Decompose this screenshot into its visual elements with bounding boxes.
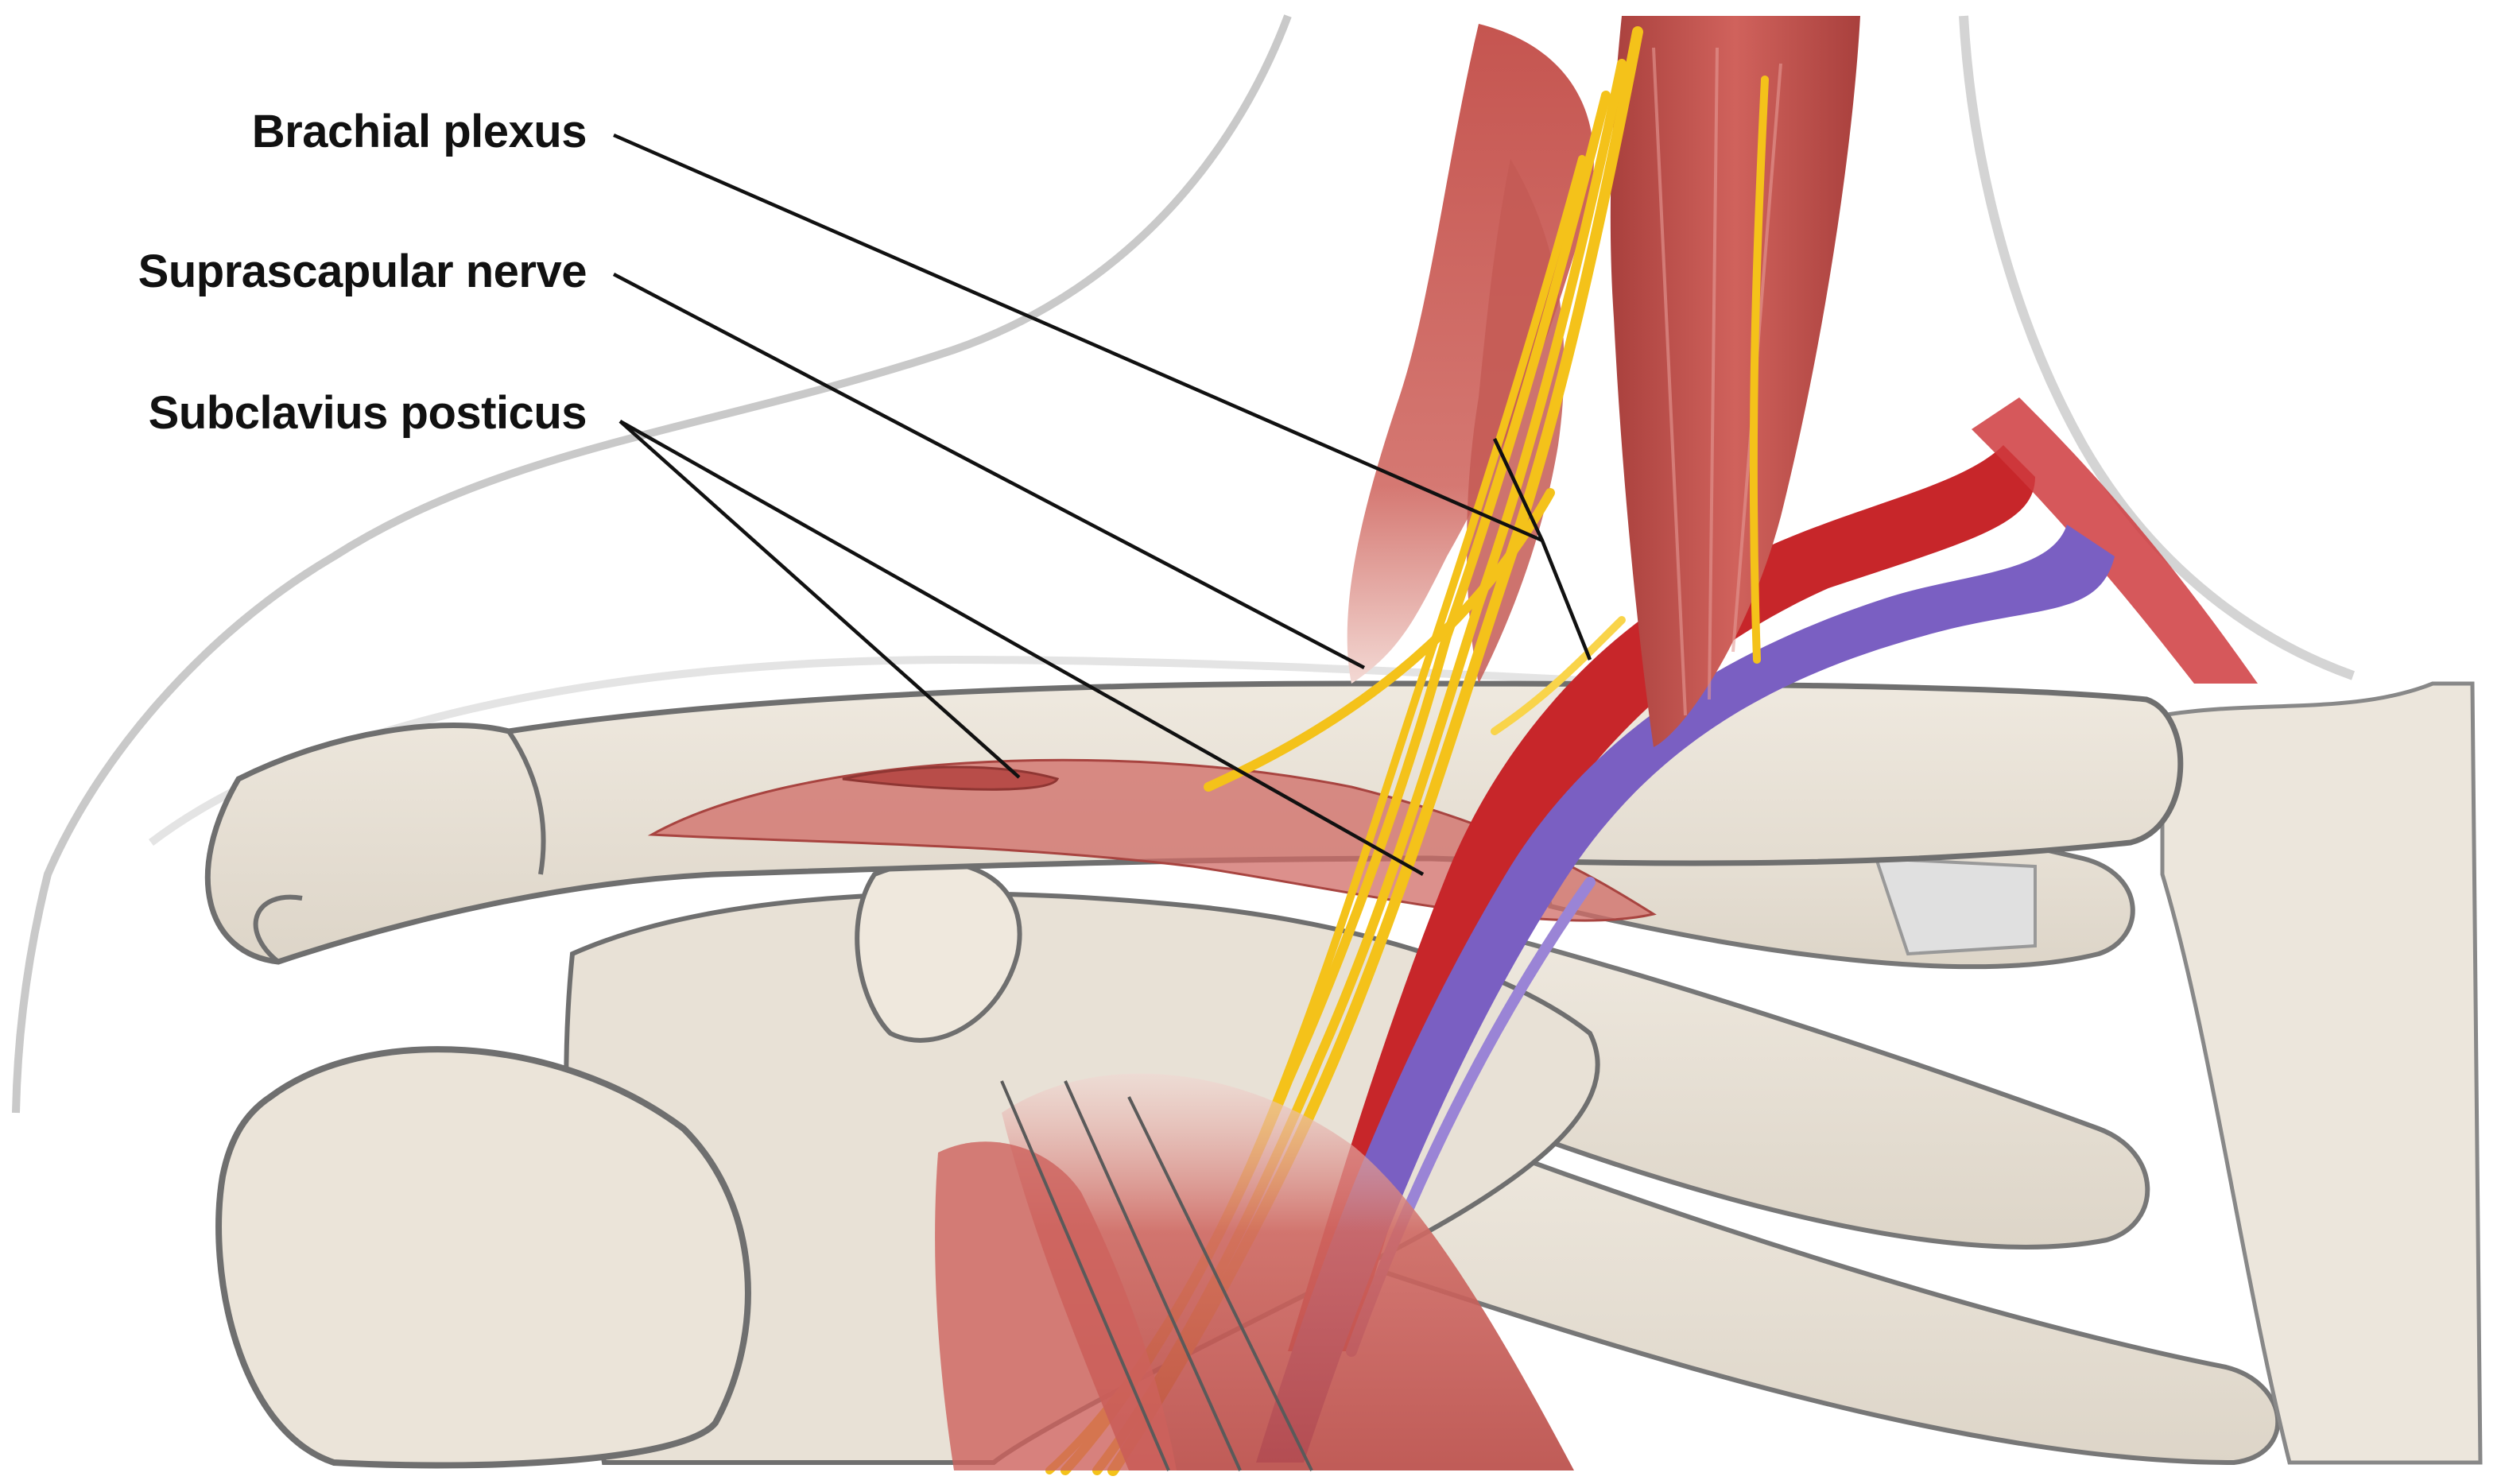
third-rib bbox=[1380, 1109, 2280, 1466]
muscle-outline-lines bbox=[1000, 1080, 1313, 1471]
neck-outline bbox=[12, 14, 1292, 1114]
sternum bbox=[2160, 681, 2483, 1465]
acromion-tip bbox=[253, 894, 303, 964]
subclavius-leader-2 bbox=[618, 420, 1425, 876]
label-brachial-plexus: Brachial plexus bbox=[251, 106, 587, 157]
acromion-joint-line bbox=[506, 730, 546, 875]
leader-lines bbox=[612, 133, 1592, 876]
brachial-plexus-leader-branch bbox=[1492, 438, 1592, 661]
scalene-muscle-left bbox=[1347, 24, 1594, 684]
scalene-muscle-middle bbox=[1610, 16, 1860, 747]
subclavius-leader-1 bbox=[618, 420, 1021, 779]
deltoid-muscle bbox=[935, 1141, 1177, 1470]
suprascapular-nerve bbox=[1204, 488, 1555, 792]
coracoid-process bbox=[855, 859, 1022, 1043]
costal-cartilage bbox=[1874, 856, 2037, 956]
subclavius-tendon bbox=[842, 765, 1060, 791]
label-suprascapular-nerve: Suprascapular nerve bbox=[138, 246, 587, 297]
back-outline bbox=[1959, 15, 2356, 680]
suprascapular-nerve-leader bbox=[612, 273, 1366, 669]
brachial-plexus-leader bbox=[613, 133, 1543, 543]
label-subclavius-posticus: Subclavius posticus bbox=[148, 387, 587, 439]
artery-branch bbox=[1972, 397, 2258, 684]
second-rib bbox=[1428, 919, 2150, 1250]
humeral-head bbox=[215, 1046, 751, 1469]
